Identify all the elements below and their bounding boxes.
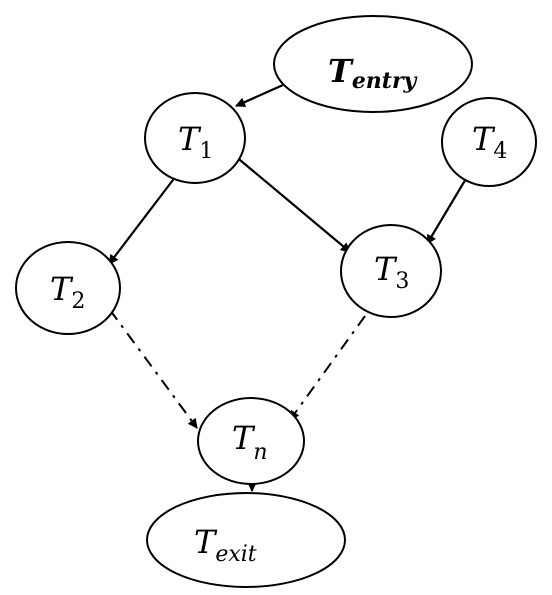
edge-entry-t1: [235, 83, 284, 108]
edge-t4-t3: [426, 171, 471, 245]
edge-t1-t2: [108, 175, 177, 265]
node-t-exit-label: Texit: [194, 523, 257, 567]
node-t1: T1: [144, 92, 246, 184]
node-t2-label: T2: [50, 270, 85, 314]
node-tn: Tn: [197, 397, 305, 485]
node-t2: T2: [15, 241, 121, 335]
node-t1-label: T1: [178, 120, 213, 164]
node-t-entry: Tentry: [273, 15, 473, 113]
edge-t2-tn: [109, 309, 198, 429]
node-t-exit: Texit: [146, 492, 346, 588]
node-t3-label: T3: [374, 250, 409, 294]
node-t3: T3: [340, 224, 442, 318]
node-t4: T4: [441, 97, 537, 187]
edge-t3-tn: [289, 315, 366, 421]
edge-t1-t3: [233, 154, 351, 253]
node-t-entry-label: Tentry: [328, 52, 419, 94]
node-t4-label: T4: [472, 120, 507, 164]
node-tn-label: Tn: [232, 419, 268, 465]
